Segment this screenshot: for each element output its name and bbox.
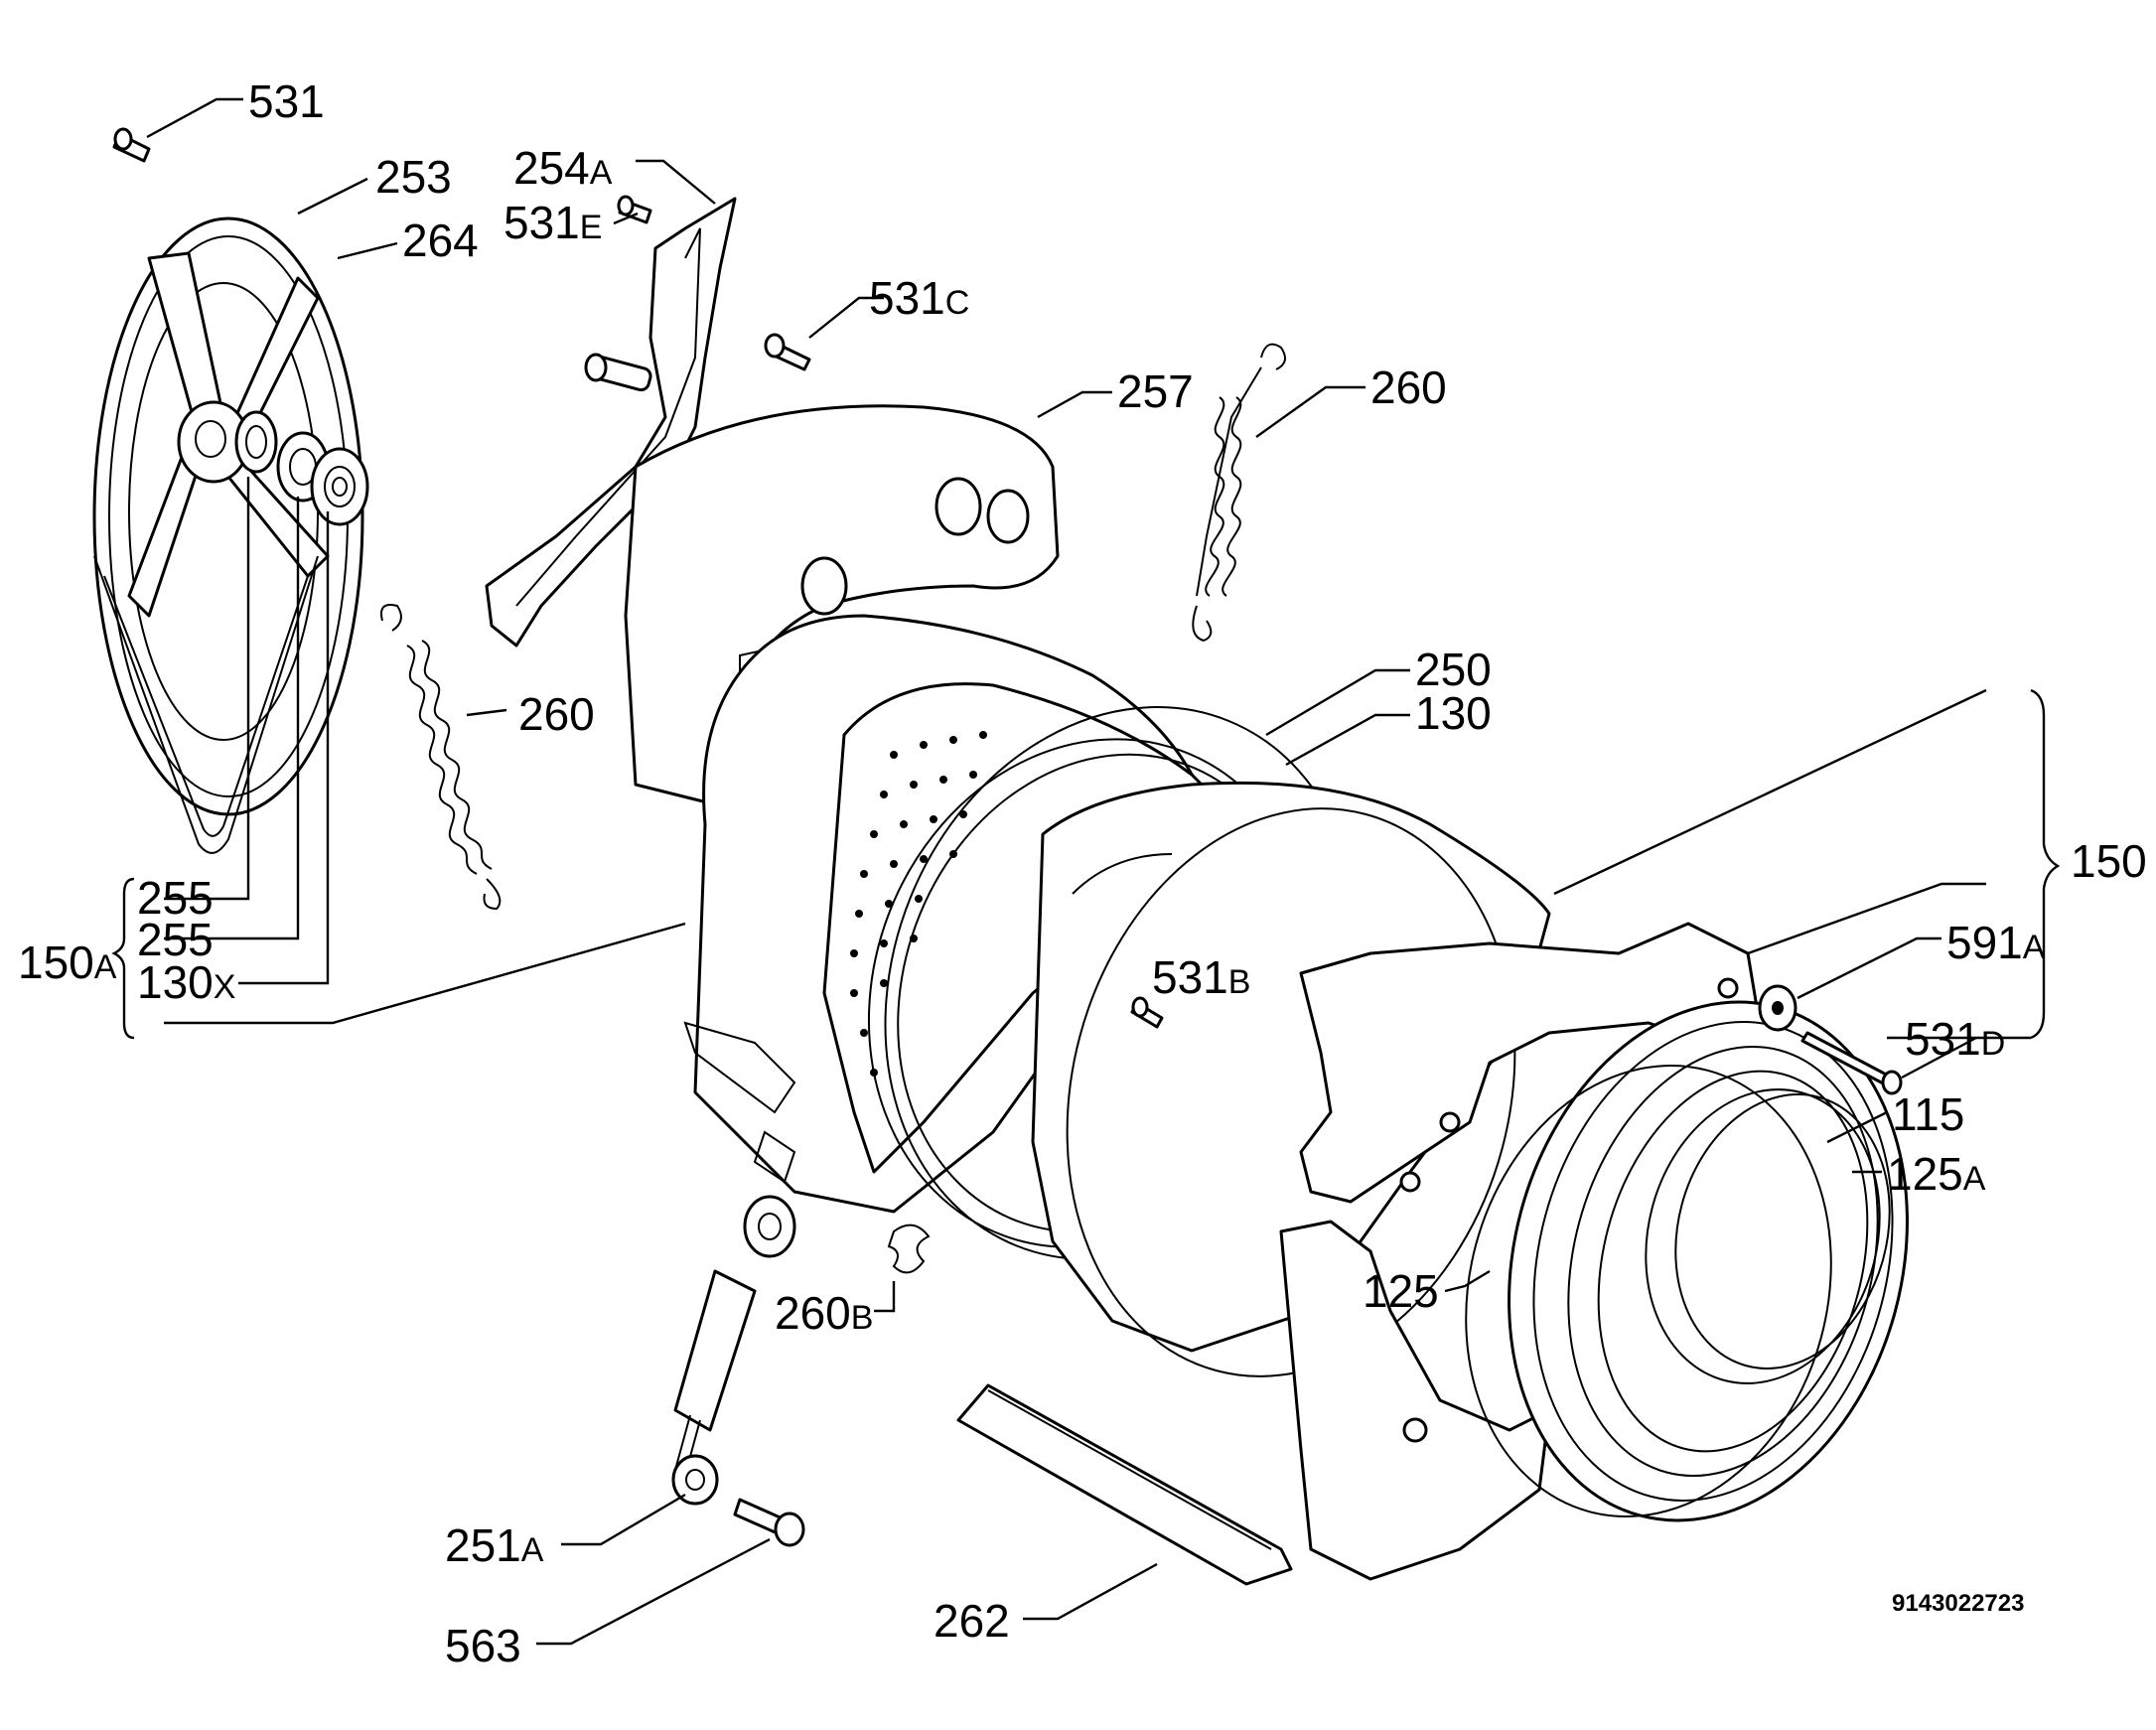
label-125: 125 xyxy=(1363,1265,1439,1317)
leader-lines xyxy=(111,97,2061,1646)
label-260b: 260B xyxy=(775,1287,873,1339)
label-115: 115 xyxy=(1892,1088,1964,1140)
label-150: 150 xyxy=(2071,835,2147,887)
label-255-a: 255 xyxy=(137,872,214,924)
drum-paddle xyxy=(956,1383,1293,1586)
screw-531c xyxy=(764,333,811,371)
part-labels: 531 253 264 254A 531E 531C 257 260 260 2… xyxy=(18,75,2147,1671)
label-531c: 531C xyxy=(869,272,969,324)
spring-right xyxy=(1192,343,1286,643)
label-531e: 531E xyxy=(503,197,602,248)
front-tub xyxy=(1031,781,1551,1377)
label-253: 253 xyxy=(375,151,452,203)
label-150a: 150A xyxy=(18,937,117,988)
rear-clamp-ring xyxy=(1465,1065,1832,1517)
label-531d: 531D xyxy=(1905,1013,2005,1065)
label-260-right: 260 xyxy=(1370,361,1447,413)
screw-531 xyxy=(112,127,151,163)
drum-perforations xyxy=(850,731,987,1077)
label-264: 264 xyxy=(402,215,479,266)
front-clamp-ring xyxy=(1645,1088,1891,1384)
label-125a: 125A xyxy=(1887,1148,1986,1200)
screw-531e xyxy=(617,195,652,224)
drawing-code: 9143022723 xyxy=(1892,1590,2024,1617)
label-250: 250 xyxy=(1415,644,1492,695)
label-531b: 531B xyxy=(1152,951,1250,1003)
label-262: 262 xyxy=(934,1595,1010,1647)
drum-pulley xyxy=(92,216,364,854)
front-tub-bracket xyxy=(1279,922,1760,1581)
washer-591a xyxy=(1758,984,1797,1032)
label-255-b: 255 xyxy=(137,914,214,965)
label-591a: 591A xyxy=(1946,917,2046,968)
screw-531b xyxy=(1130,996,1164,1029)
clip-260b xyxy=(887,1224,931,1274)
drum-spider-arm xyxy=(485,197,737,648)
label-531: 531 xyxy=(248,75,325,127)
label-563: 563 xyxy=(445,1620,521,1671)
label-251a: 251A xyxy=(445,1519,544,1571)
spring-left xyxy=(380,604,502,911)
bearing-set xyxy=(234,410,369,526)
label-130: 130 xyxy=(1415,687,1492,739)
pin-563 xyxy=(733,1498,805,1547)
label-260-left: 260 xyxy=(518,688,595,740)
bolt-531d xyxy=(1800,1031,1903,1095)
label-130x: 130X xyxy=(137,956,235,1008)
shock-absorber xyxy=(671,1195,796,1506)
label-254a: 254A xyxy=(513,142,613,194)
label-257: 257 xyxy=(1117,365,1194,417)
